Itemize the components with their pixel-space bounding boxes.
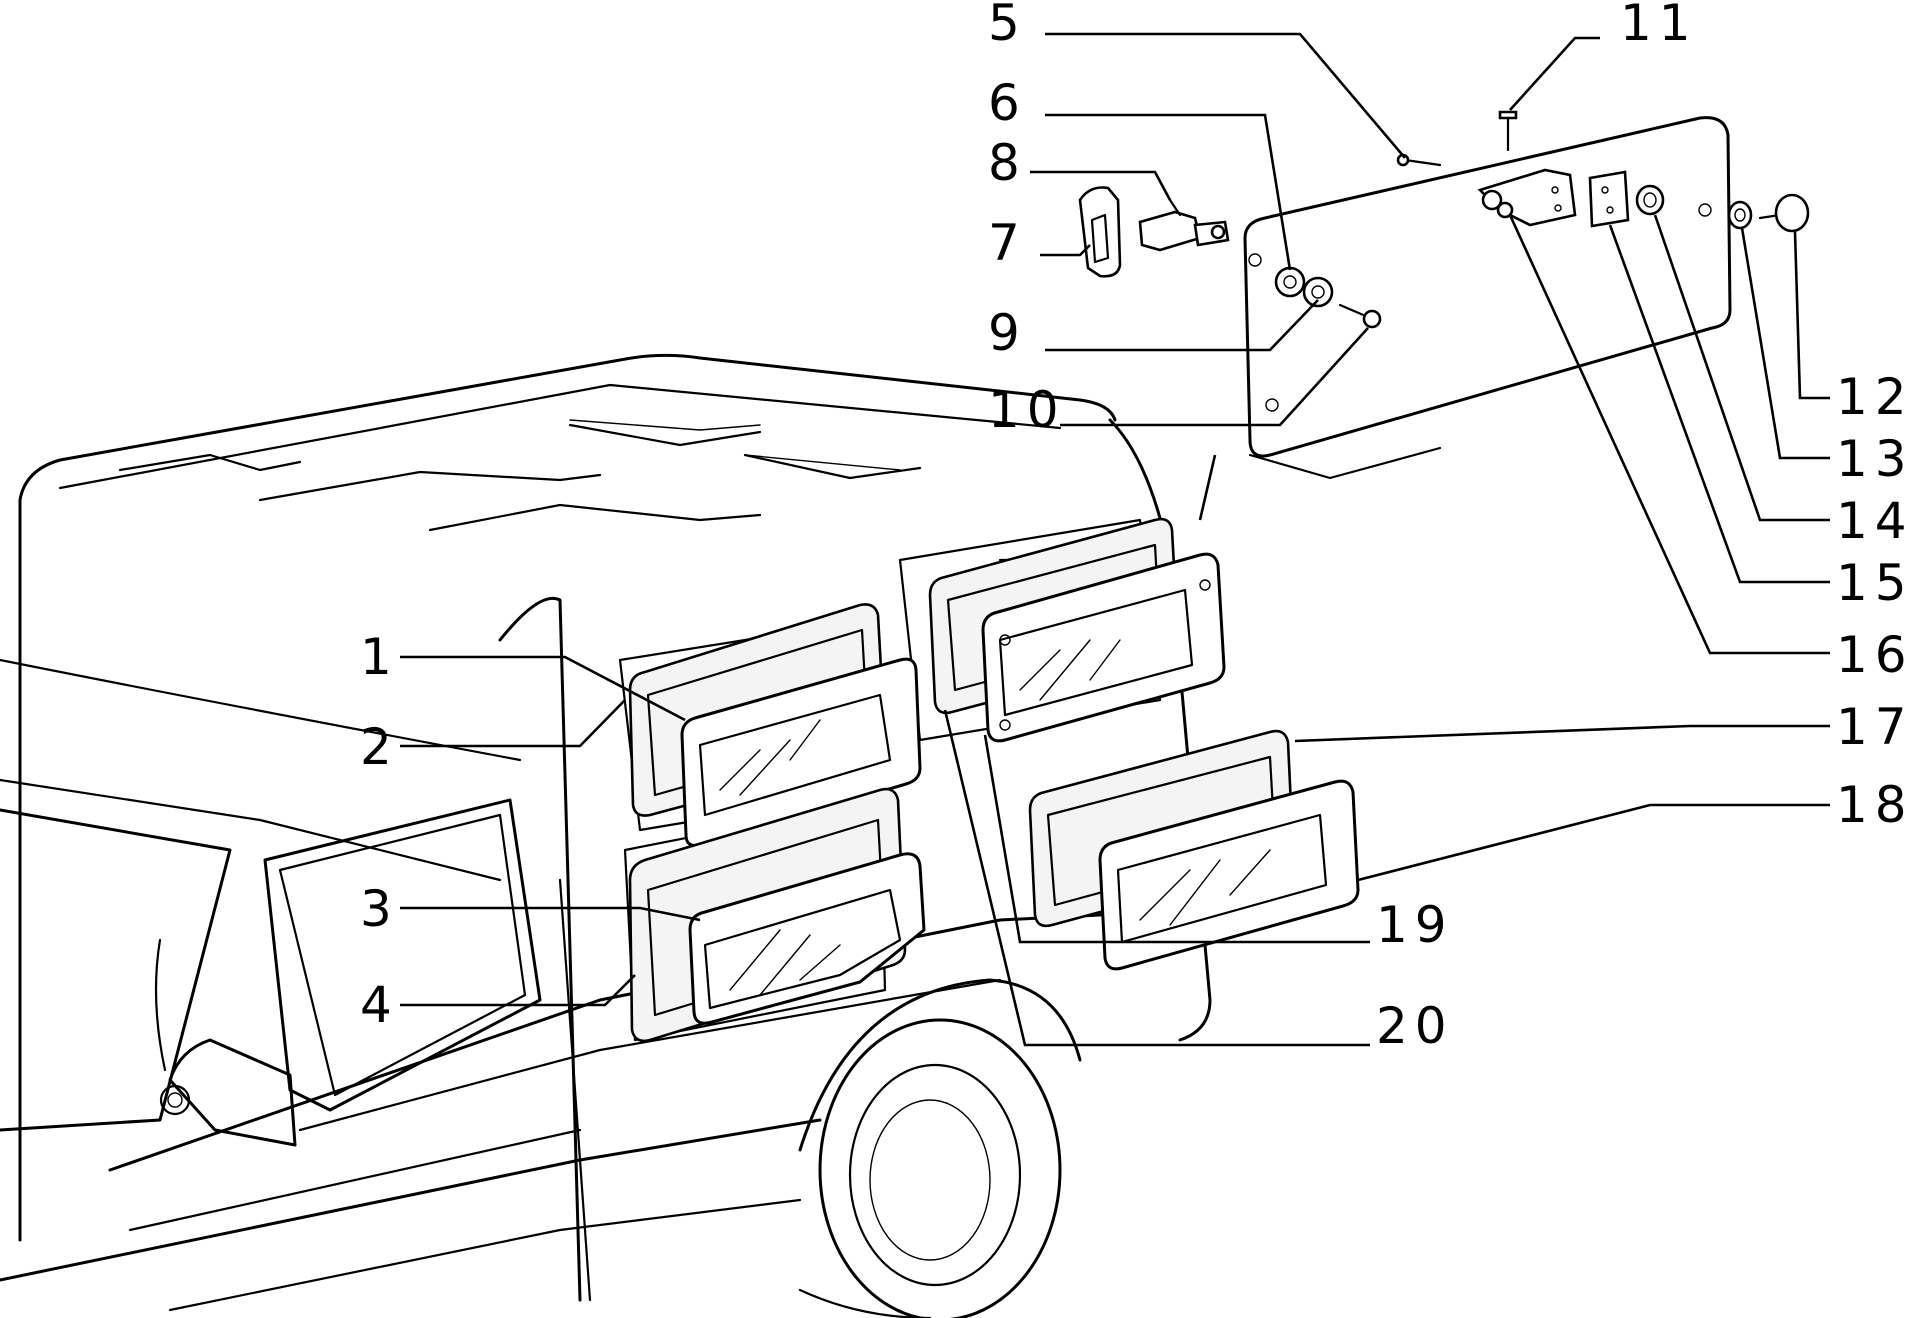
callout-9: 9 (988, 304, 1027, 362)
callout-17: 17 (1836, 698, 1914, 756)
window-assembly-lower-left (628, 787, 926, 1043)
window-assembly-upper-left (628, 603, 922, 847)
vehicle-body (0, 353, 1212, 1318)
callout-3: 3 (360, 880, 399, 938)
callout-15: 15 (1836, 554, 1914, 612)
callout-18: 18 (1836, 776, 1914, 834)
callout-20: 20 (1376, 997, 1454, 1055)
callout-4: 4 (360, 976, 399, 1034)
callout-10: 10 (988, 381, 1066, 439)
callout-19: 19 (1376, 896, 1454, 954)
callout-1: 1 (360, 628, 399, 686)
callout-14: 14 (1836, 492, 1914, 550)
window-assembly-lower-right (1028, 729, 1360, 971)
hardware-parts (1078, 110, 1810, 329)
callout-7: 7 (988, 214, 1027, 272)
window-assembly-upper-right (928, 517, 1226, 743)
callout-6: 6 (988, 74, 1027, 132)
rear-side-panel (1243, 116, 1732, 480)
callout-8: 8 (988, 134, 1027, 192)
callout-labels: 1 2 3 4 5 6 7 8 9 10 11 12 13 14 15 16 1… (360, 0, 1914, 1055)
callout-5: 5 (988, 0, 1027, 52)
callout-13: 13 (1836, 430, 1914, 488)
leader-lines (400, 32, 1830, 1047)
callout-11: 11 (1620, 0, 1698, 52)
callout-2: 2 (360, 718, 399, 776)
callout-16: 16 (1836, 626, 1914, 684)
callout-12: 12 (1836, 368, 1914, 426)
